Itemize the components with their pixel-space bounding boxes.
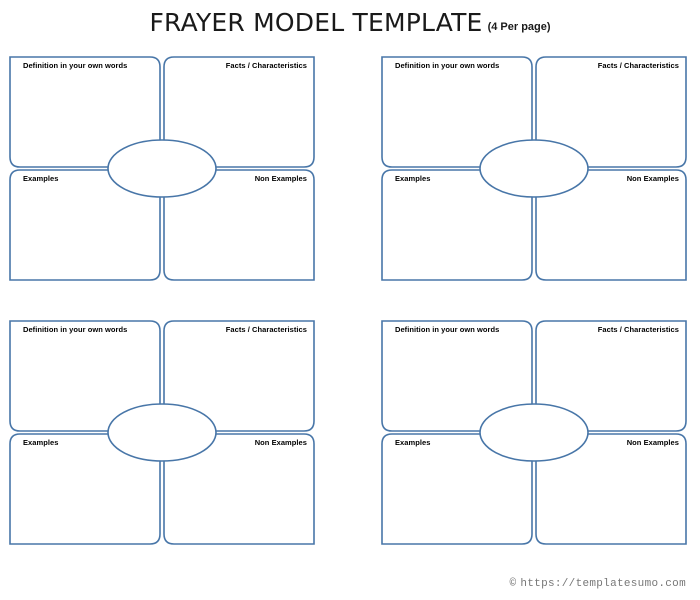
label-non-examples: Non Examples bbox=[626, 174, 679, 183]
frayer-model-grid: Definition in your own words Facts / Cha… bbox=[0, 48, 700, 568]
label-examples: Examples bbox=[395, 438, 431, 447]
label-facts: Facts / Characteristics bbox=[597, 325, 679, 334]
frayer-diagram bbox=[9, 320, 315, 545]
label-facts: Facts / Characteristics bbox=[597, 61, 679, 70]
label-examples: Examples bbox=[395, 174, 431, 183]
frayer-model-3[interactable]: Definition in your own words Facts / Cha… bbox=[9, 320, 315, 545]
frayer-model-4[interactable]: Definition in your own words Facts / Cha… bbox=[381, 320, 687, 545]
frayer-model-2[interactable]: Definition in your own words Facts / Cha… bbox=[381, 56, 687, 281]
frayer-diagram bbox=[381, 56, 687, 281]
page-title: FRAYER MODEL TEMPLATE (4 Per page) bbox=[0, 8, 700, 37]
frayer-model-1[interactable]: Definition in your own words Facts / Cha… bbox=[9, 56, 315, 281]
label-non-examples: Non Examples bbox=[626, 438, 679, 447]
page-title-subtitle: (4 Per page) bbox=[487, 21, 551, 33]
center-concept-oval bbox=[107, 139, 217, 198]
label-non-examples: Non Examples bbox=[254, 438, 307, 447]
frayer-diagram bbox=[9, 56, 315, 281]
center-concept-oval bbox=[479, 139, 589, 198]
center-concept-oval bbox=[107, 403, 217, 462]
label-non-examples: Non Examples bbox=[254, 174, 307, 183]
label-examples: Examples bbox=[23, 438, 59, 447]
label-facts: Facts / Characteristics bbox=[225, 325, 307, 334]
page-title-main: FRAYER MODEL TEMPLATE bbox=[149, 8, 483, 37]
label-facts: Facts / Characteristics bbox=[225, 61, 307, 70]
footer-attribution: ©https://templatesumo.com bbox=[509, 578, 686, 590]
footer-url: https://templatesumo.com bbox=[520, 578, 686, 590]
label-examples: Examples bbox=[23, 174, 59, 183]
center-concept-oval bbox=[479, 403, 589, 462]
label-definition: Definition in your own words bbox=[23, 325, 128, 334]
label-definition: Definition in your own words bbox=[23, 61, 128, 70]
label-definition: Definition in your own words bbox=[395, 325, 500, 334]
label-definition: Definition in your own words bbox=[395, 61, 500, 70]
copyright-icon: © bbox=[509, 578, 517, 590]
frayer-diagram bbox=[381, 320, 687, 545]
